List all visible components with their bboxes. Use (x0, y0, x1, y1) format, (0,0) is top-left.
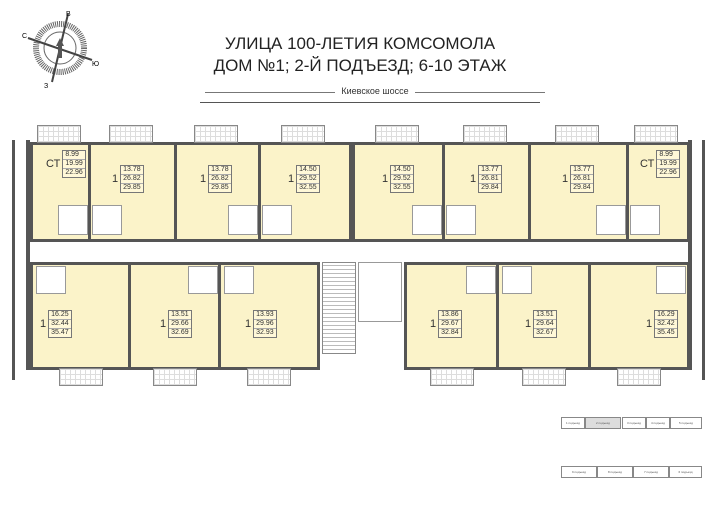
entrance-cell[interactable]: 8 подъезд (597, 466, 633, 478)
balcony (522, 368, 566, 386)
balcony (617, 368, 661, 386)
compass-rose-icon: В С Ю З (22, 11, 99, 88)
entrance-cell[interactable]: 2 подъезд (585, 417, 621, 429)
bathroom (92, 205, 122, 235)
bathroom (656, 266, 686, 294)
bathroom (466, 266, 496, 294)
balcony (634, 125, 678, 143)
compass-west: З (44, 83, 48, 88)
road-name: Киевское шоссе (335, 86, 415, 96)
bathroom (58, 205, 88, 235)
balcony (153, 368, 197, 386)
corridor (30, 240, 688, 264)
building-wall-left (26, 140, 30, 370)
title-building: ДОМ №1; 2-Й ПОДЪЕЗД; 6-10 ЭТАЖ (213, 56, 507, 75)
bathroom (446, 205, 476, 235)
compass-east: В (66, 11, 71, 18)
compass-south: Ю (92, 61, 99, 68)
elevator (358, 262, 402, 322)
compass-north: С (22, 33, 27, 40)
bathroom (36, 266, 66, 294)
balcony (194, 125, 238, 143)
bathroom (596, 205, 626, 235)
entrance-cell[interactable]: 4 подъезд (646, 417, 670, 429)
entrance-cell[interactable]: 9 подъезд (561, 466, 597, 478)
bathroom (502, 266, 532, 294)
bathroom (630, 205, 660, 235)
balcony (375, 125, 419, 143)
bathroom (224, 266, 254, 294)
entrance-cell[interactable]: 5 подъезд (670, 417, 702, 429)
balcony (555, 125, 599, 143)
road-label: Киевское шоссе (205, 86, 545, 98)
stairwell (322, 262, 356, 354)
bathroom (262, 205, 292, 235)
bathroom (188, 266, 218, 294)
entrance-cell[interactable]: 1 подъезд (561, 417, 585, 429)
balcony (463, 125, 507, 143)
balcony (247, 368, 291, 386)
bathroom (228, 205, 258, 235)
entrance-cell[interactable]: 3 подъезд (622, 417, 646, 429)
outer-wall-left (12, 140, 15, 380)
road-line (200, 102, 540, 103)
building-wall-right (688, 140, 692, 370)
balcony (59, 368, 103, 386)
title-street: УЛИЦА 100-ЛЕТИЯ КОМСОМОЛА (224, 34, 496, 53)
bathroom (412, 205, 442, 235)
outer-wall-right (702, 140, 705, 380)
entrance-cell[interactable]: 6 подъезд (669, 466, 702, 478)
balcony (430, 368, 474, 386)
balcony (281, 125, 325, 143)
balcony (37, 125, 81, 143)
entrance-cell[interactable]: 7 подъезд (633, 466, 669, 478)
balcony (109, 125, 153, 143)
